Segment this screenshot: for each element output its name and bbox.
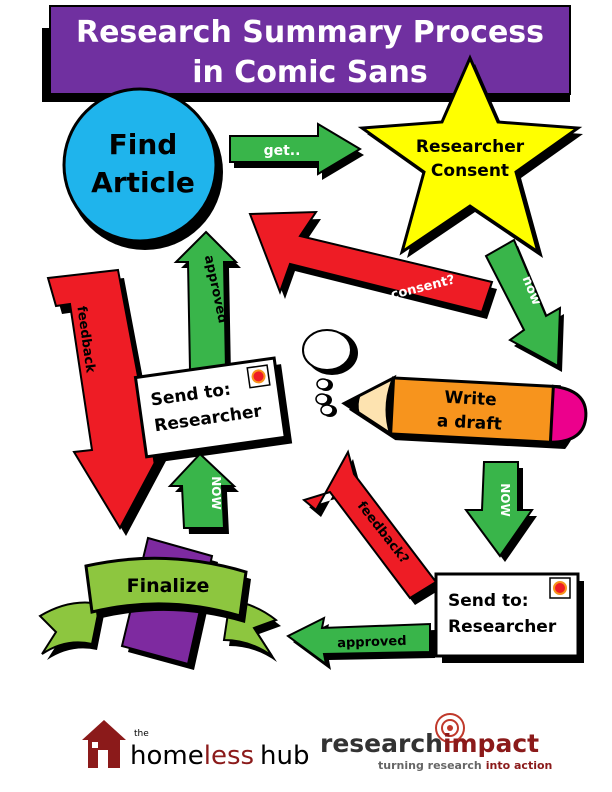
send-to-right-line-1: Send to: — [448, 591, 529, 611]
feedback-right-arrow: feedback? — [301, 449, 441, 605]
find-article-line-1: Find — [109, 128, 178, 161]
research-impact-tagline: turning research into action — [378, 759, 552, 772]
homeless-hub-the: the — [134, 729, 149, 739]
research-impact-logo: researchimpact turning research into acti… — [320, 713, 552, 772]
research-impact-tagline-a: turning research — [378, 759, 482, 772]
send-to-right-line-2: Researcher — [448, 617, 557, 637]
now-left-arrow-label: NOW — [209, 476, 223, 509]
approved-bottom-arrow-label: approved — [337, 634, 407, 651]
approved-bottom-arrow: approved — [286, 616, 435, 670]
now-left-arrow: NOW — [167, 452, 239, 534]
research-impact-research: research — [320, 729, 443, 758]
get-arrow-label: get.. — [264, 143, 301, 159]
approved-left-arrow: approved — [173, 230, 241, 376]
research-impact-wordmark: researchimpact — [320, 729, 539, 758]
send-to-researcher-right-node: Send to: Researcher — [434, 572, 584, 663]
homeless-hub-home: home — [130, 741, 204, 771]
researcher-consent-node: Researcher Consent — [357, 54, 583, 258]
get-arrow: get.. — [229, 122, 364, 180]
now-right-arrow: NOW — [464, 461, 537, 562]
finalize-label: Finalize — [127, 575, 210, 597]
now-right-arrow-label: NOW — [498, 483, 512, 516]
research-impact-impact: impact — [443, 729, 539, 758]
title-line-2: in Comic Sans — [192, 55, 428, 90]
no-consent-arrow: No consent? — [248, 210, 497, 319]
write-draft-node: Write a draft — [341, 374, 588, 450]
find-article-node: Find Article — [62, 87, 223, 250]
write-draft-line-2: a draft — [436, 411, 502, 434]
write-draft-line-1: Write — [444, 388, 497, 411]
signal-icon — [435, 713, 465, 743]
title-banner: Research Summary Process in Comic Sans — [42, 5, 571, 102]
homeless-hub-less: less — [204, 741, 254, 771]
send-to-researcher-left-node: Send to: Researcher — [133, 356, 293, 463]
now-top-arrow: now — [484, 238, 564, 372]
title-line-1: Research Summary Process — [76, 15, 544, 50]
house-icon — [82, 720, 126, 768]
thought-bubbles — [302, 329, 358, 417]
find-article-line-2: Article — [91, 166, 195, 199]
researcher-consent-line-1: Researcher — [416, 137, 525, 157]
feedback-left-arrow: feedback — [46, 268, 174, 536]
finalize-node: Finalize — [38, 536, 281, 670]
research-impact-tagline-b: into action — [486, 759, 553, 772]
researcher-consent-line-2: Consent — [431, 161, 509, 181]
homeless-hub-hub: hub — [260, 741, 309, 771]
